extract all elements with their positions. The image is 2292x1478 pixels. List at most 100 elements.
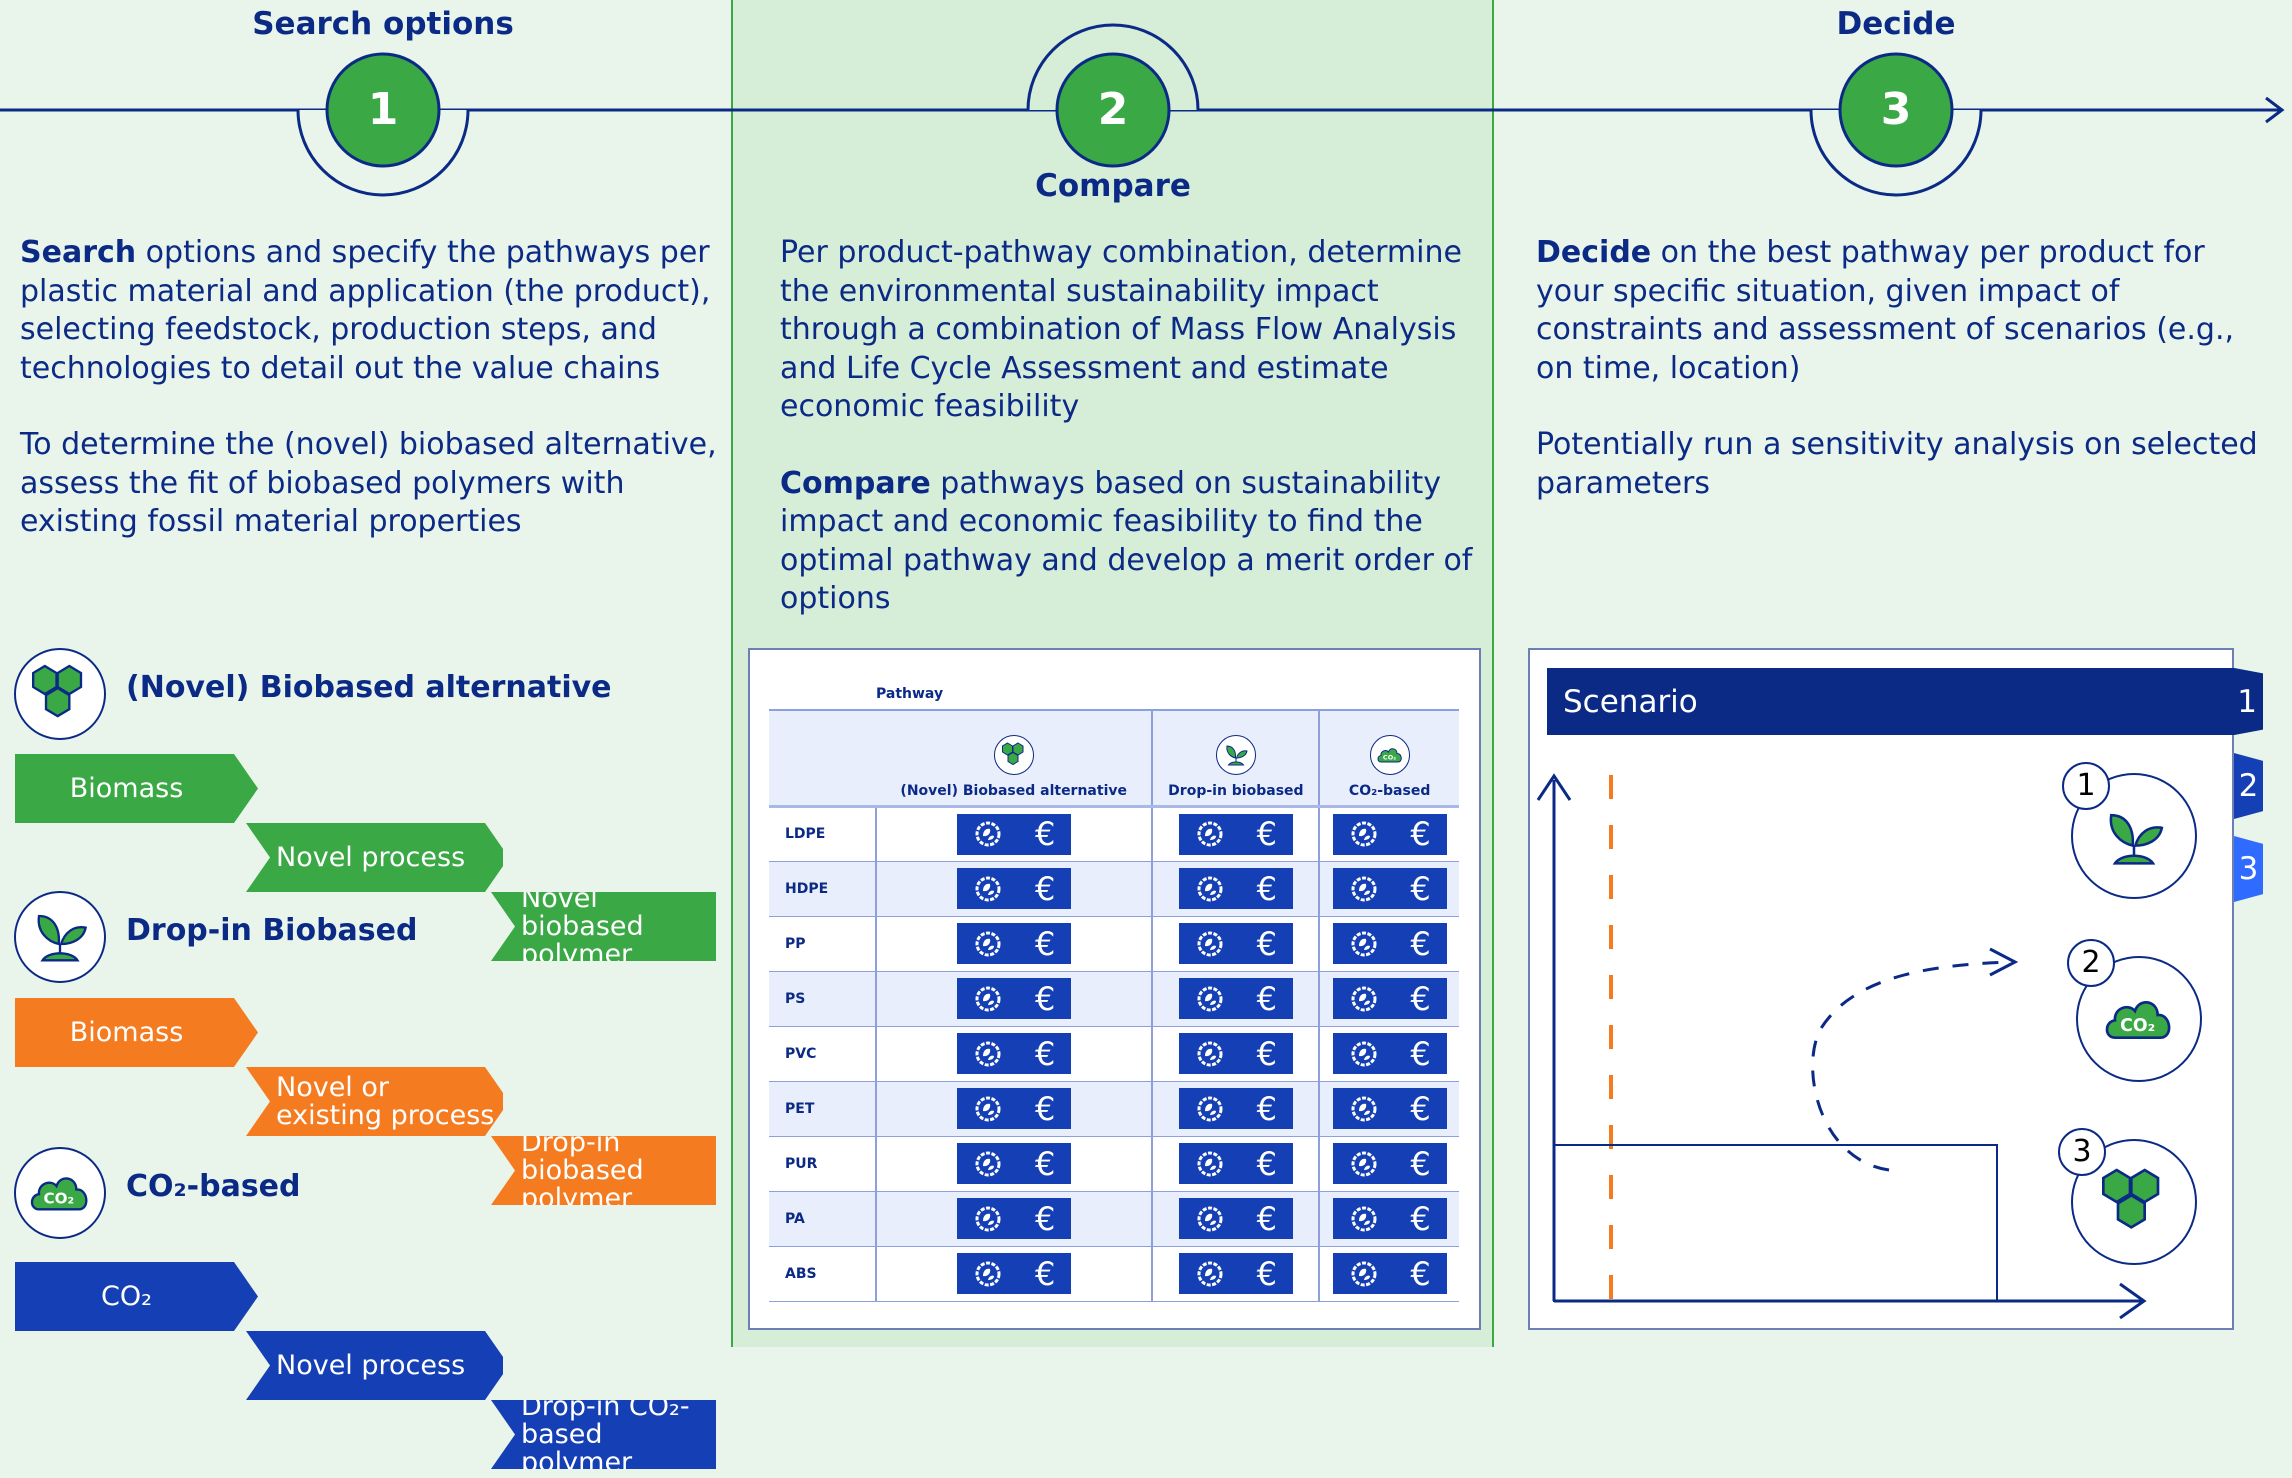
step-2-number: 2	[1097, 84, 1129, 135]
euro-icon: €	[1256, 1089, 1277, 1128]
table-cell[interactable]: €	[876, 916, 1152, 971]
table-cell[interactable]: €	[876, 1246, 1152, 1301]
scenario-tab-2[interactable]: 2	[2234, 753, 2263, 819]
table-cell[interactable]: €	[876, 1026, 1152, 1081]
table-row: LDPE€€€	[769, 806, 1459, 861]
table-cell[interactable]: €	[1318, 1081, 1459, 1136]
pathway-step: Novel or existing process	[246, 1067, 503, 1136]
table-cell[interactable]: €	[1151, 1026, 1320, 1081]
table-cell[interactable]: €	[1151, 806, 1320, 861]
sustainability-gear-icon	[975, 1096, 1001, 1121]
option-2-number: 2	[2081, 945, 2101, 980]
column-label: Drop-in biobased	[1168, 782, 1304, 799]
row-label: LDPE	[769, 806, 877, 861]
table-cell[interactable]: €	[876, 971, 1152, 1026]
sustainability-gear-icon	[1197, 1261, 1223, 1286]
hexagon-cluster-icon	[14, 648, 106, 740]
table-cell[interactable]: €	[1151, 971, 1320, 1026]
step-2-circle	[1055, 52, 1171, 168]
euro-icon: €	[1410, 1144, 1431, 1183]
step-3-title: Decide	[1836, 6, 1956, 42]
euro-icon: €	[1256, 869, 1277, 908]
timeline	[0, 23, 2285, 197]
euro-icon: €	[1410, 1034, 1431, 1073]
decide-text-1: on the best pathway per product for your…	[1536, 235, 2235, 386]
sustainability-gear-icon	[1351, 931, 1377, 956]
table-cell[interactable]: €	[1151, 1081, 1320, 1136]
plant-icon	[14, 891, 106, 983]
table-cell[interactable]: €	[1318, 1026, 1459, 1081]
sustainability-gear-icon	[975, 821, 1001, 847]
sustainability-gear-icon	[975, 931, 1001, 956]
search-bold: Search	[20, 235, 137, 270]
euro-icon: €	[1034, 1199, 1056, 1238]
decide-description: Decide on the best pathway per product f…	[1536, 234, 2266, 541]
pathway-title: (Novel) Biobased alternative	[126, 670, 612, 705]
row-label: ABS	[769, 1246, 877, 1301]
table-cell[interactable]: €	[1318, 806, 1459, 861]
euro-icon: €	[1410, 869, 1431, 908]
pathway-title: Drop-in Biobased	[126, 913, 418, 948]
step-1-number: 1	[367, 84, 399, 135]
row-label: PVC	[769, 1026, 877, 1081]
row-label: PP	[769, 916, 877, 971]
sustainability-gear-icon	[1351, 876, 1377, 901]
euro-icon: €	[1256, 979, 1277, 1018]
search-text-2: To determine the (novel) biobased altern…	[20, 427, 717, 539]
decide-text-2: Potentially run a sensitivity analysis o…	[1536, 427, 2258, 501]
table-cell[interactable]: €	[1151, 916, 1320, 971]
sustainability-gear-icon	[975, 1041, 1001, 1066]
sustainability-gear-icon	[975, 1151, 1001, 1176]
table-cell[interactable]: €	[1318, 861, 1459, 916]
scenario-tab-1[interactable]: Scenario 1	[1547, 668, 2263, 735]
scenario-tab-1-number: 1	[2237, 683, 2257, 720]
euro-icon: €	[1410, 1199, 1431, 1238]
table-cell[interactable]: €	[876, 861, 1152, 916]
scenario-panel	[1528, 648, 2234, 1330]
scenario-tab-3[interactable]: 3	[2234, 836, 2263, 902]
sustainability-gear-icon	[1197, 931, 1223, 956]
row-label: PS	[769, 971, 877, 1026]
table-row: HDPE € € €	[769, 861, 1459, 916]
table-row: PVC € € €	[769, 1026, 1459, 1081]
euro-icon: €	[1410, 1254, 1431, 1293]
table-cell[interactable]: €	[1318, 1191, 1459, 1246]
table-cell[interactable]: €	[1151, 861, 1320, 916]
table-cell[interactable]: €	[1318, 971, 1459, 1026]
euro-icon: €	[1256, 1199, 1277, 1238]
sustainability-gear-icon	[1197, 986, 1223, 1011]
sustainability-gear-icon	[1197, 1206, 1223, 1231]
table-cell[interactable]: €	[876, 1081, 1152, 1136]
option-1-number: 1	[2076, 768, 2096, 803]
euro-icon: €	[1034, 1034, 1056, 1073]
table-cell[interactable]: €	[1318, 1246, 1459, 1301]
euro-icon: €	[1034, 1254, 1056, 1293]
table-cell[interactable]: €	[1151, 1246, 1320, 1301]
table-cell[interactable]: €	[1318, 916, 1459, 971]
sustainability-gear-icon	[975, 1261, 1001, 1286]
table-cell[interactable]: €	[876, 1191, 1152, 1246]
euro-icon: €	[1034, 869, 1056, 908]
step-1-title: Search options	[252, 6, 514, 42]
sustainability-gear-icon	[1351, 1206, 1377, 1231]
sustainability-gear-icon	[1351, 821, 1377, 847]
table-cell[interactable]: €	[876, 806, 1152, 861]
table-cell[interactable]: €	[1151, 1191, 1320, 1246]
pathway-step: CO₂	[15, 1262, 258, 1331]
table-cell[interactable]: €	[1318, 1136, 1459, 1191]
table-cell[interactable]: €	[876, 1136, 1152, 1191]
sustainability-gear-icon	[1351, 1096, 1377, 1121]
pathway-icon	[993, 734, 1034, 775]
sustainability-gear-icon	[1351, 1261, 1377, 1286]
co2-cloud-icon	[14, 1147, 106, 1239]
euro-icon: €	[1034, 979, 1056, 1018]
table-cell[interactable]: €	[1151, 1136, 1320, 1191]
euro-icon: €	[1256, 1144, 1277, 1183]
compare-description: Per product-pathway combination, determi…	[780, 234, 1480, 657]
option-3-number: 3	[2072, 1134, 2092, 1169]
row-label: HDPE	[769, 861, 877, 916]
sustainability-gear-icon	[1197, 876, 1223, 901]
